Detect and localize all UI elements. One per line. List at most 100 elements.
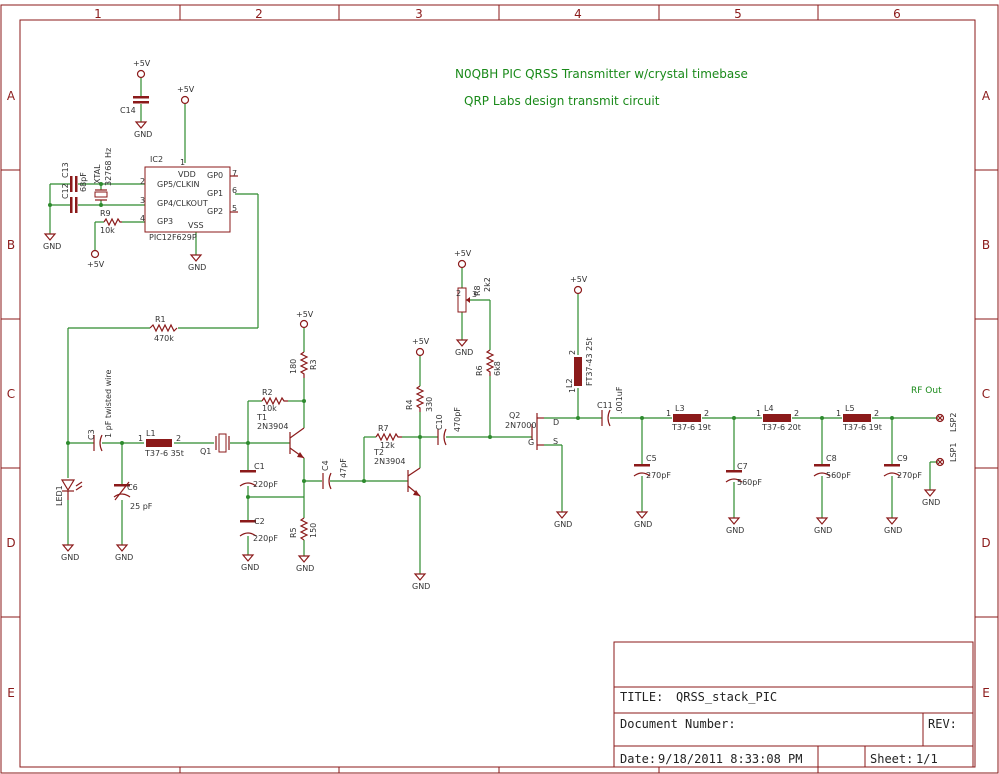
sheet-label: Sheet: [870, 752, 913, 766]
row-label: E [982, 686, 990, 700]
svg-text:C13: C13 [61, 162, 70, 178]
svg-text:150: 150 [309, 523, 318, 538]
svg-text:T2: T2 [373, 448, 384, 457]
capacitor-c9: C9 270pF [883, 454, 922, 480]
capacitor-c2: C2 220pF [239, 517, 278, 543]
gnd-symbol: GND [134, 121, 152, 139]
svg-text:6k8: 6k8 [493, 361, 502, 376]
gnd-symbol: GND [726, 517, 744, 535]
svg-text:C1: C1 [254, 462, 265, 471]
row-label: B [982, 238, 990, 252]
row-label: E [7, 686, 15, 700]
gnd-symbol: GND [922, 489, 940, 507]
svg-text:GND: GND [43, 242, 61, 251]
capacitor-c12: C12 [61, 183, 78, 213]
svg-text:C8: C8 [826, 454, 837, 463]
svg-text:VSS: VSS [188, 221, 204, 230]
svg-text:2N7000: 2N7000 [505, 421, 536, 430]
svg-text:220pF: 220pF [253, 534, 278, 543]
gnd-symbol: GND [241, 554, 259, 572]
vcc-symbol: +5V [133, 59, 151, 79]
svg-text:1: 1 [756, 409, 761, 418]
resistor-r3: 180 R3 [289, 351, 318, 378]
svg-text:560pF: 560pF [826, 471, 851, 480]
title-value: QRSS_stack_PIC [676, 690, 777, 704]
crystal-xtal: XTAL 32768 Hz [93, 148, 113, 201]
vcc-symbol: +5V [570, 275, 588, 295]
svg-text:Q1: Q1 [200, 447, 211, 456]
svg-text:C6: C6 [127, 483, 138, 492]
capacitor-c11: C11 .001uF [597, 386, 624, 427]
resistor-r1: R1 470k [149, 315, 178, 343]
capacitor-c10: C10 470pF [435, 407, 462, 446]
svg-text:2N3904: 2N3904 [374, 457, 405, 466]
svg-text:R3: R3 [309, 359, 318, 370]
svg-text:C12: C12 [61, 183, 70, 199]
row-label: D [981, 536, 990, 550]
svg-text:VDD: VDD [178, 170, 196, 179]
svg-text:220pF: 220pF [253, 480, 278, 489]
svg-text:GP4/CLKOUT: GP4/CLKOUT [157, 199, 208, 208]
svg-text:GND: GND [634, 520, 652, 529]
svg-text:1: 1 [666, 409, 671, 418]
gnd-symbol: GND [296, 555, 314, 573]
capacitor-c4: C4 47pF [321, 458, 348, 490]
svg-text:GND: GND [61, 553, 79, 562]
svg-text:7: 7 [232, 169, 237, 178]
capacitor-c5: C5 270pF [633, 454, 671, 480]
svg-text:GND: GND [134, 130, 152, 139]
svg-text:330: 330 [425, 397, 434, 412]
svg-text:32768 Hz: 32768 Hz [104, 148, 113, 186]
resistor-r2: R2 10k [261, 388, 288, 413]
svg-text:2: 2 [140, 177, 145, 186]
crystal-q1: Q1 [200, 433, 230, 456]
row-label: B [7, 238, 15, 252]
gnd-symbol: GND [188, 254, 206, 272]
svg-text:GND: GND [241, 563, 259, 572]
gnd-symbol: GND [554, 511, 572, 529]
svg-text:R5: R5 [289, 527, 298, 538]
col-label: 1 [94, 7, 102, 21]
svg-text:GP5/CLKIN: GP5/CLKIN [157, 180, 199, 189]
svg-text:GND: GND [188, 263, 206, 272]
svg-text:GP2: GP2 [207, 207, 223, 216]
inductor-l3: L3 T37-6 19t 1 2 [666, 404, 711, 432]
svg-text:6: 6 [232, 186, 237, 195]
svg-text:C10: C10 [435, 414, 444, 430]
vcc-symbol: +5V [412, 337, 430, 357]
wires [49, 78, 938, 574]
inductor-l5: L5 T37-6 19t 1 2 [836, 404, 882, 432]
capacitor-c13: C13 [61, 162, 78, 192]
svg-text:.001uF: .001uF [615, 386, 624, 414]
svg-text:2: 2 [456, 289, 461, 298]
rf-out-label: RF Out [911, 386, 942, 396]
solder-pad-lsp2: LSP2 [935, 413, 958, 432]
svg-text:C7: C7 [737, 462, 748, 471]
svg-text:GND: GND [726, 526, 744, 535]
svg-text:2k2: 2k2 [483, 277, 492, 292]
col-label: 6 [893, 7, 901, 21]
svg-text:270pF: 270pF [646, 471, 671, 480]
svg-text:25 pF: 25 pF [130, 502, 153, 511]
svg-text:C2: C2 [254, 517, 265, 526]
led-led1: LED1 [55, 479, 83, 506]
drawing-frame: 1 2 3 4 5 6 A B C D E A B C D E [0, 4, 999, 774]
row-label: A [982, 89, 991, 103]
svg-text:D: D [553, 418, 559, 427]
capacitor-c7: C7 560pF [725, 462, 762, 487]
svg-text:C4: C4 [321, 460, 330, 471]
svg-text:R1: R1 [155, 315, 166, 324]
resistor-r6: R6 6k8 [475, 349, 502, 376]
solder-pad-lsp1: LSP1 [935, 443, 958, 467]
svg-text:+5V: +5V [412, 337, 430, 346]
trimmer-resistor-r8: R8 2k2 2 3 [456, 277, 492, 313]
svg-text:1: 1 [568, 388, 577, 393]
schematic-subtitle: QRP Labs design transmit circuit [464, 94, 660, 108]
svg-text:T37-6 20t: T37-6 20t [761, 423, 801, 432]
svg-text:3: 3 [140, 196, 145, 205]
svg-text:T37-6 35t: T37-6 35t [144, 449, 184, 458]
c12-c13-value: 68pF [79, 172, 88, 192]
svg-text:270pF: 270pF [897, 471, 922, 480]
col-label: 2 [255, 7, 263, 21]
